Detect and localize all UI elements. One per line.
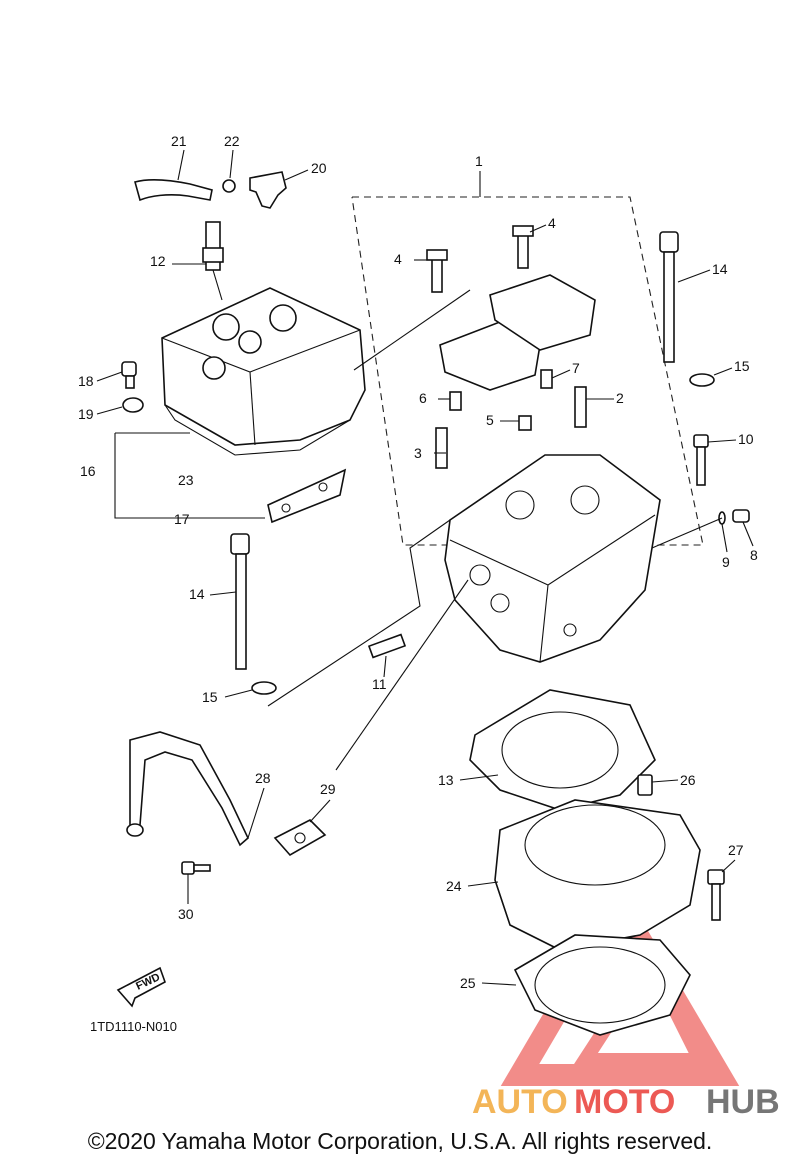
- cover-bolt-and-grommet: [121, 361, 144, 413]
- callout-label: 10: [738, 431, 754, 447]
- watermark-wordmark: AUTO MOTO HUB: [472, 1083, 780, 1121]
- callout-label: 14: [712, 261, 728, 277]
- forward-arrow-icon: FWD: [116, 966, 166, 1008]
- breather-hose: [134, 171, 287, 209]
- callout-label: 29: [320, 781, 336, 797]
- dowel-pins: [449, 369, 553, 431]
- stud-bolt: [367, 633, 407, 659]
- callout-label: 16: [80, 463, 96, 479]
- cylinder-dowel: [637, 774, 653, 796]
- callout-label: 5: [486, 412, 494, 428]
- callout-label: 21: [171, 133, 187, 149]
- callout-label: 11: [372, 676, 387, 692]
- callout-label: 14: [189, 586, 205, 602]
- callout-label: 27: [728, 842, 744, 858]
- callout-label: 8: [750, 547, 758, 563]
- callout-label: 9: [722, 554, 730, 570]
- callout-label: 1: [475, 153, 483, 169]
- callout-label: 15: [734, 358, 750, 374]
- callout-label: 24: [446, 878, 462, 894]
- copyright-notice: ©2020 Yamaha Motor Corporation, U.S.A. A…: [87, 1128, 713, 1154]
- callout-label: 30: [178, 906, 194, 922]
- callout-label: 4: [548, 215, 556, 231]
- leader-lines: [114, 289, 723, 771]
- cylinder-head: [444, 454, 661, 663]
- cylinder-bolt: [707, 869, 725, 921]
- callout-label: 3: [414, 445, 422, 461]
- callout-label: 13: [438, 772, 454, 788]
- callout-label: 15: [202, 689, 218, 705]
- head-gasket: [469, 689, 656, 811]
- callout-label: 7: [572, 360, 580, 376]
- head-cover-gasket: [267, 468, 347, 524]
- oil-pipe: [126, 731, 327, 875]
- watermark-brand-2: MOTO: [574, 1083, 675, 1121]
- callout-label: 26: [680, 772, 696, 788]
- watermark-brand-3: HUB: [706, 1083, 780, 1121]
- callout-label: 6: [419, 390, 427, 406]
- cylinder-block: [494, 799, 701, 951]
- valve-guides: [435, 386, 587, 469]
- callout-label: 4: [394, 251, 402, 267]
- callout-label: 2: [616, 390, 624, 406]
- callout-leaders: [96, 149, 754, 986]
- callout-label: 25: [460, 975, 476, 991]
- base-gasket: [513, 934, 691, 1036]
- callout-labels: 1 2 3 4 4 5 6 7 8 9 10 11 12 13 14 14 15…: [78, 133, 758, 991]
- callout-label: 22: [224, 133, 240, 149]
- callout-label: 17: [174, 511, 190, 527]
- spark-plug: [202, 221, 224, 301]
- callout-label: 23: [178, 472, 194, 488]
- cylinder-head-cover: [161, 287, 366, 456]
- callout-label: 28: [255, 770, 271, 786]
- head-bolts-long: [230, 231, 715, 695]
- watermark-brand-1: AUTO: [472, 1083, 568, 1121]
- camshaft-caps: [426, 225, 596, 391]
- callout-label: 20: [311, 160, 327, 176]
- side-bolts: [693, 434, 750, 525]
- reference-code: 1TD1110-N010: [90, 1019, 177, 1034]
- callout-label: 18: [78, 373, 94, 389]
- callout-label: 12: [150, 253, 166, 269]
- cylinder-head-assembly-outline: [351, 171, 704, 546]
- callout-label: 19: [78, 406, 94, 422]
